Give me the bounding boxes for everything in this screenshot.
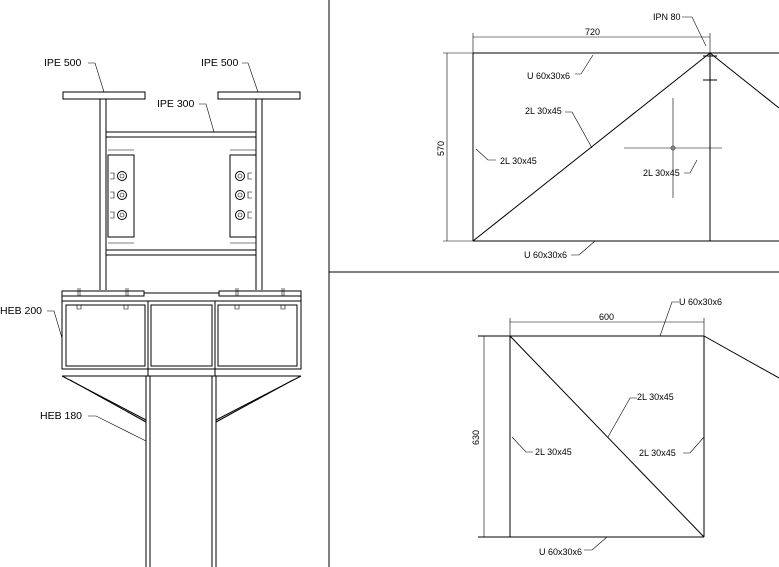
haunch-braces	[61, 375, 302, 423]
leader-ipe300	[199, 103, 215, 133]
dimension-width-600	[509, 318, 705, 336]
label-ipe500-left: IPE 500	[44, 57, 82, 69]
left-connection-plate	[107, 149, 135, 244]
label-2l-left-2: 2L 30x45	[535, 447, 572, 457]
dimension-height-570	[443, 52, 473, 242]
label-u-bottom-1: U 60x30x6	[524, 250, 567, 260]
dim-600: 600	[599, 312, 614, 322]
label-ipe500-right: IPE 500	[201, 57, 239, 69]
right-post	[255, 99, 263, 290]
label-ipe300: IPE 300	[157, 98, 195, 110]
ipe500-left-flange	[62, 91, 146, 100]
right-bolts	[235, 171, 252, 220]
truss-panel-upper: 720 570 IPN 80 U 60x30x6 2L 30x45 2L 30x…	[436, 12, 779, 260]
leader-ipe500-right	[242, 62, 259, 93]
column-elevation-view: IPE 500 IPE 500 IPE 300 HEB 200 HEB 180	[0, 57, 302, 567]
dimension-width-720	[472, 33, 711, 53]
label-heb200: HEB 200	[0, 305, 42, 317]
ipe500-right-flange	[217, 91, 301, 100]
left-bolts	[110, 171, 127, 220]
leader-ipe500-left	[88, 62, 105, 93]
dim-720: 720	[585, 27, 600, 37]
label-2l-right-1: 2L 30x45	[643, 168, 680, 178]
truss-panel-lower: 600 630 U 60x30x6 2L 30x45 2L 30x45 2L 3…	[471, 297, 779, 557]
ipe300-beam	[106, 131, 256, 256]
leader-heb200	[47, 310, 63, 339]
heb180-column	[145, 376, 217, 567]
label-ipn80: IPN 80	[653, 12, 681, 22]
dim-570: 570	[436, 141, 446, 156]
label-2l-diag-2: 2L 30x45	[637, 392, 674, 402]
dim-630: 630	[471, 430, 481, 445]
label-2l-diag-1: 2L 30x45	[525, 106, 562, 116]
right-connection-plate	[229, 149, 257, 244]
label-2l-right-2: 2L 30x45	[639, 448, 676, 458]
label-u-top-2: U 60x30x6	[679, 297, 722, 307]
label-u-bottom-2: U 60x30x6	[539, 547, 582, 557]
leader-heb180	[88, 415, 147, 442]
label-2l-left-1: 2L 30x45	[500, 156, 537, 166]
heb200-cap-box	[61, 288, 302, 377]
left-post	[99, 99, 107, 290]
label-u-top-1: U 60x30x6	[527, 71, 570, 81]
label-heb180: HEB 180	[40, 410, 82, 422]
